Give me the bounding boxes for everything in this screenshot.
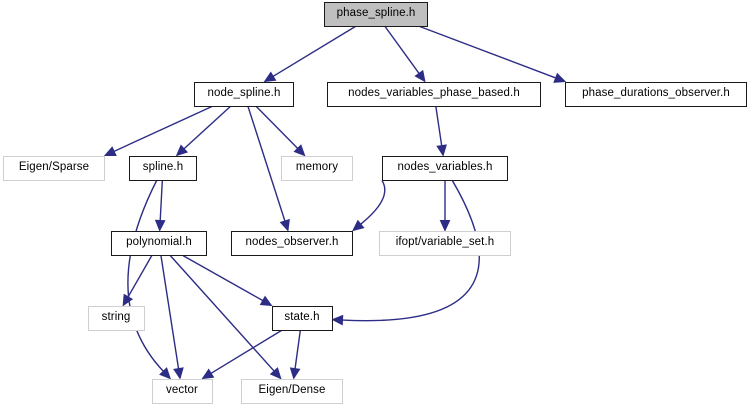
edge-spline-to-polynomial xyxy=(154,180,166,232)
edge-nodes_variables-to-nodes_observer xyxy=(352,180,386,232)
graph-node-vector[interactable]: vector xyxy=(151,378,213,404)
edge-polynomial-to-string xyxy=(122,255,153,307)
graph-node-polynomial[interactable]: polynomial.h xyxy=(111,230,207,256)
graph-node-label: nodes_observer.h xyxy=(245,236,339,249)
graph-node-memory[interactable]: memory xyxy=(281,155,353,181)
graph-node-label: nodes_variables.h xyxy=(397,161,493,174)
graph-node-label: string xyxy=(101,311,131,324)
graph-node-label: node_spline.h xyxy=(207,87,281,100)
graph-node-spline[interactable]: spline.h xyxy=(129,155,197,181)
graph-node-ifopt_variable_set[interactable]: ifopt/variable_set.h xyxy=(379,230,511,256)
edge-phase_spline-to-node_spline xyxy=(263,25,356,83)
graph-node-label: phase_durations_observer.h xyxy=(582,87,730,100)
graph-node-label: nodes_variables_phase_based.h xyxy=(348,87,520,100)
edge-nodes_variables-to-ifopt_variable_set xyxy=(439,180,451,232)
graph-node-nodes_variables_phase_based[interactable]: nodes_variables_phase_based.h xyxy=(327,81,541,107)
graph-node-label: state.h xyxy=(284,311,320,324)
graph-node-label: vector xyxy=(166,384,198,397)
edge-phase_spline-to-phase_durations_observer xyxy=(419,25,567,83)
edge-polynomial-to-state xyxy=(182,254,273,307)
graph-node-label: spline.h xyxy=(142,161,184,174)
graph-node-nodes_observer[interactable]: nodes_observer.h xyxy=(231,230,353,256)
graph-node-phase_durations_observer[interactable]: phase_durations_observer.h xyxy=(565,81,747,107)
graph-node-label: polynomial.h xyxy=(126,236,192,249)
edge-polynomial-to-vector xyxy=(160,255,184,380)
edge-state-to-vector xyxy=(201,329,282,380)
graph-node-node_spline[interactable]: node_spline.h xyxy=(194,81,294,107)
graph-node-nodes_variables[interactable]: nodes_variables.h xyxy=(382,155,508,181)
graph-node-phase_spline[interactable]: phase_spline.h xyxy=(324,1,428,27)
graph-node-string[interactable]: string xyxy=(87,305,145,331)
edge-phase_spline-to-nodes_variables_phase_based xyxy=(384,26,426,83)
edge-state-to-eigen_dense xyxy=(289,330,301,380)
edge-node_spline-to-eigen_sparse xyxy=(103,105,213,157)
edge-polynomial-to-eigen_dense xyxy=(169,255,282,380)
graph-node-label: Eigen/Dense xyxy=(258,384,326,397)
graph-node-label: memory xyxy=(295,161,339,174)
graph-node-label: phase_spline.h xyxy=(336,7,416,20)
graph-node-label: ifopt/variable_set.h xyxy=(395,236,495,249)
edge-nodes_variables_phase_based-to-nodes_variables xyxy=(435,106,447,157)
graph-node-eigen_sparse[interactable]: Eigen/Sparse xyxy=(3,155,105,181)
graph-node-label: Eigen/Sparse xyxy=(18,161,90,174)
graph-node-eigen_dense[interactable]: Eigen/Dense xyxy=(241,378,343,404)
edge-node_spline-to-memory xyxy=(255,106,306,157)
edge-node_spline-to-spline xyxy=(175,105,231,157)
edge-spline-to-vector xyxy=(127,180,172,380)
graph-node-state[interactable]: state.h xyxy=(271,305,333,331)
